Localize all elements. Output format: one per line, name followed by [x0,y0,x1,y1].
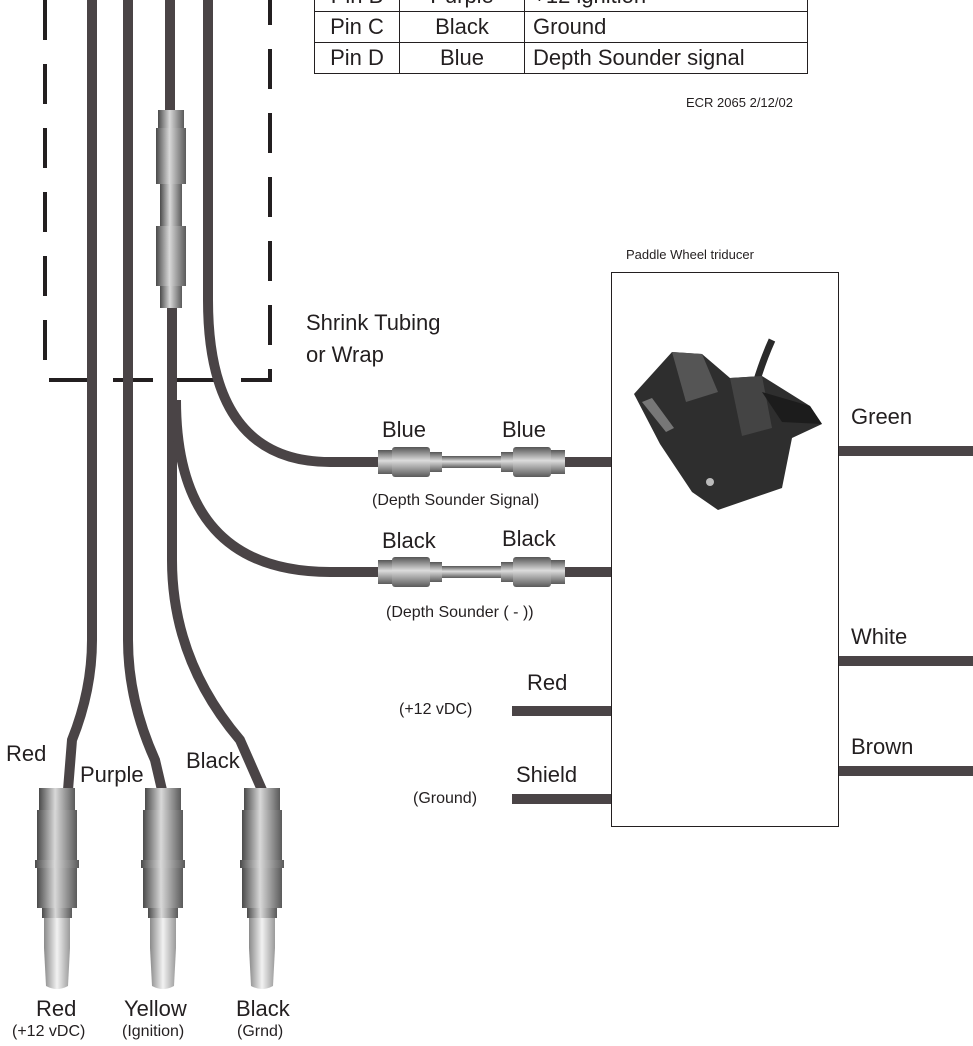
shrink-label-line1: Shrink Tubing [306,310,441,335]
table-cell: +12 ignition [524,0,808,12]
green-lead-label: Green [851,404,913,429]
blue-left-label: Blue [382,417,427,442]
black-bullet-connector-icon [378,557,565,587]
table-row: Pin C Black Ground [314,11,808,43]
bottom-yellow-note: (Ignition) [122,1023,185,1040]
table-cell: Black [399,11,525,43]
red-plug-connector-icon [35,788,79,989]
brown-lead-label: Brown [851,734,914,759]
red-lead-label: Red [527,670,568,695]
table-cell: Pin C [314,11,400,43]
table-cell: Depth Sounder signal [524,42,808,74]
shrink-tubing-outline [43,0,272,382]
table-row: Pin D Blue Depth Sounder signal [314,42,808,74]
bottom-red-label: Red [36,996,77,1021]
shrink-label-line2: or Wrap [306,342,384,367]
plug-wire-purple-label: Purple [80,762,144,787]
black-caption: (Depth Sounder ( - )) [386,604,534,621]
white-lead-label: White [851,624,908,649]
transducer-box [611,272,839,827]
blue-bullet-connector-icon [378,447,565,477]
shield-lead-note: (Ground) [413,790,478,807]
yellow-plug-connector-icon [141,788,185,989]
table-row: Pin B Purple +12 ignition [314,0,808,12]
pin-table: Pin B Purple +12 ignition Pin C Black Gr… [314,0,808,74]
black-plug-connector-icon [240,788,284,989]
table-cell: Ground [524,11,808,43]
ecr-note: ECR 2065 2/12/02 [686,95,793,110]
cable-bundle [63,0,611,793]
table-cell: Pin D [314,42,400,74]
bottom-yellow-label: Yellow [124,996,187,1021]
table-cell: Purple [399,0,525,12]
blue-right-label: Blue [502,417,547,442]
table-cell: Blue [399,42,525,74]
bottom-black-note: (Grnd) [237,1023,284,1040]
black-right-label: Black [502,526,556,551]
lead-wires [512,446,973,804]
shield-lead-label: Shield [516,762,578,787]
inline-connector-icon [156,110,186,308]
bottom-black-label: Black [236,996,290,1021]
transducer-title: Paddle Wheel triducer [626,247,754,262]
black-left-label: Black [382,528,436,553]
blue-caption: (Depth Sounder Signal) [372,492,540,509]
red-lead-note: (+12 vDC) [399,701,473,718]
plug-wire-red-label: Red [6,741,47,766]
table-cell: Pin B [314,0,400,12]
plug-wire-black-label: Black [186,748,240,773]
paddle-wheel-transducer-icon [634,338,822,510]
bottom-red-note: (+12 vDC) [12,1023,86,1040]
